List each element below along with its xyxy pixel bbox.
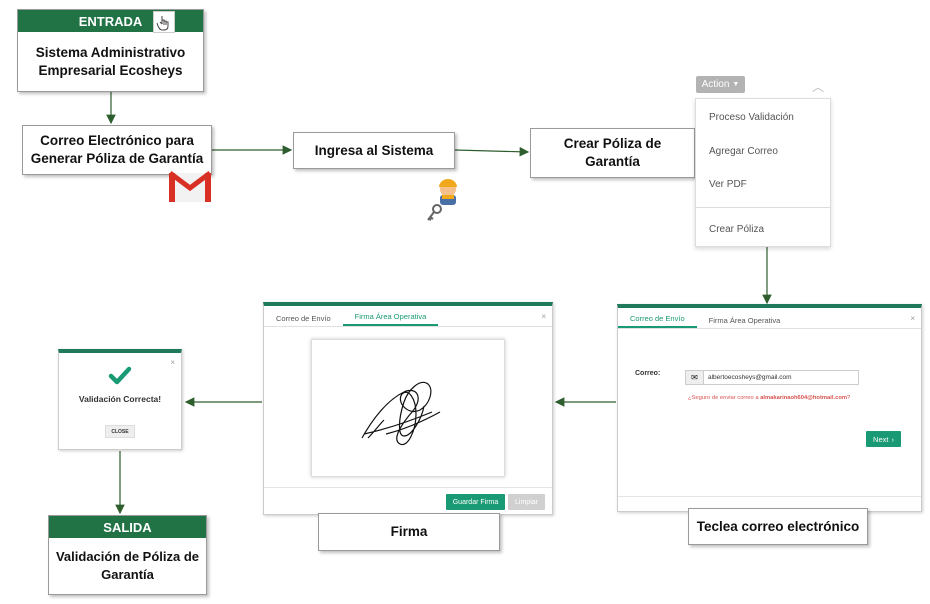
entrada-line1: Sistema Administrativo [35,45,186,60]
checkmark-icon [108,366,132,386]
email-dialog-tabs: Correo de Envío Firma Área Operativa [618,314,921,329]
tab-firma-area[interactable]: Firma Área Operativa [342,312,439,326]
close-icon[interactable]: × [910,314,915,323]
crear-line1: Crear Póliza de [563,136,662,151]
crear-poliza-node: Crear Póliza de Garantía [530,128,695,178]
hand-pointer-icon [153,11,175,33]
tab-correo-envio[interactable]: Correo de Envío [276,314,331,323]
firma-text: Firma [390,524,428,539]
tab-correo-envio[interactable]: Correo de Envío [618,314,697,328]
arrow-ingresa-to-crear [454,146,530,157]
action-menu: Proceso Validación Agregar Correo Ver PD… [695,98,831,247]
salida-line1: Validación de Póliza de [55,549,200,564]
menu-item-ver-pdf[interactable]: Ver PDF [709,179,747,190]
worker-key-icon [424,175,464,223]
save-signature-button[interactable]: Guardar Firma [446,494,505,510]
chevron-right-icon: › [891,434,894,444]
signature-pad[interactable] [311,339,505,477]
gmail-icon [168,170,212,204]
clear-signature-button[interactable]: Limpiar [508,494,545,510]
close-icon[interactable]: × [170,358,175,367]
validacion-dialog: × Validación Correcta! CLOSE [58,349,182,450]
close-button[interactable]: CLOSE [105,425,135,438]
menu-item-crear-poliza[interactable]: Crear Póliza [709,224,765,235]
close-icon[interactable]: × [541,312,546,321]
email-dialog: Correo de Envío Firma Área Operativa × C… [617,304,922,512]
correo-label: Correo: [635,370,661,377]
correo-line1: Correo Electrónico para [40,133,194,148]
email-field[interactable]: ✉ albertoecosheys@gmail.com [685,370,859,385]
correo-line2: Generar Póliza de Garantía [30,151,204,166]
ingresa-text: Ingresa al Sistema [314,142,434,158]
action-button[interactable]: Action ▼ [696,76,745,93]
chevron-up-icon[interactable]: ︿ [812,80,825,94]
correo-node: Correo Electrónico para Generar Póliza d… [22,125,212,175]
confirm-message: ¿Seguro de enviar correo a almakarinaoh6… [688,395,851,401]
salida-node: SALIDA Validación de Póliza de Garantía [48,515,207,595]
menu-item-proceso-validacion[interactable]: Proceso Validación [709,112,794,123]
signature-stroke [361,381,441,446]
entrada-line2: Empresarial Ecosheys [38,63,183,78]
entrada-header: ENTRADA [18,10,203,33]
caret-down-icon: ▼ [732,81,740,88]
teclea-text: Teclea correo electrónico [696,518,860,534]
entrada-node: ENTRADA Sistema Administrativo Empresari… [17,9,204,92]
crear-line2: Garantía [585,154,640,169]
dialog-footer-divider [264,487,552,488]
firma-node: Firma [318,513,500,551]
menu-item-agregar-correo[interactable]: Agregar Correo [709,146,778,157]
firma-dialog: Correo de Envío Firma Área Operativa × G… [263,302,553,515]
salida-header: SALIDA [49,516,206,538]
dialog-footer-divider [618,496,921,497]
ingresa-node: Ingresa al Sistema [293,132,455,169]
teclea-node: Teclea correo electrónico [688,508,868,545]
tab-firma-area[interactable]: Firma Área Operativa [708,316,781,325]
email-field-value: albertoecosheys@gmail.com [708,374,792,381]
firma-dialog-tabs: Correo de Envío Firma Área Operativa [264,312,552,327]
next-button[interactable]: Next › [866,431,901,447]
envelope-icon: ✉ [686,371,704,384]
menu-divider [696,207,830,208]
salida-line2: Garantía [101,567,154,582]
validacion-message: Validación Correcta! [78,394,162,404]
